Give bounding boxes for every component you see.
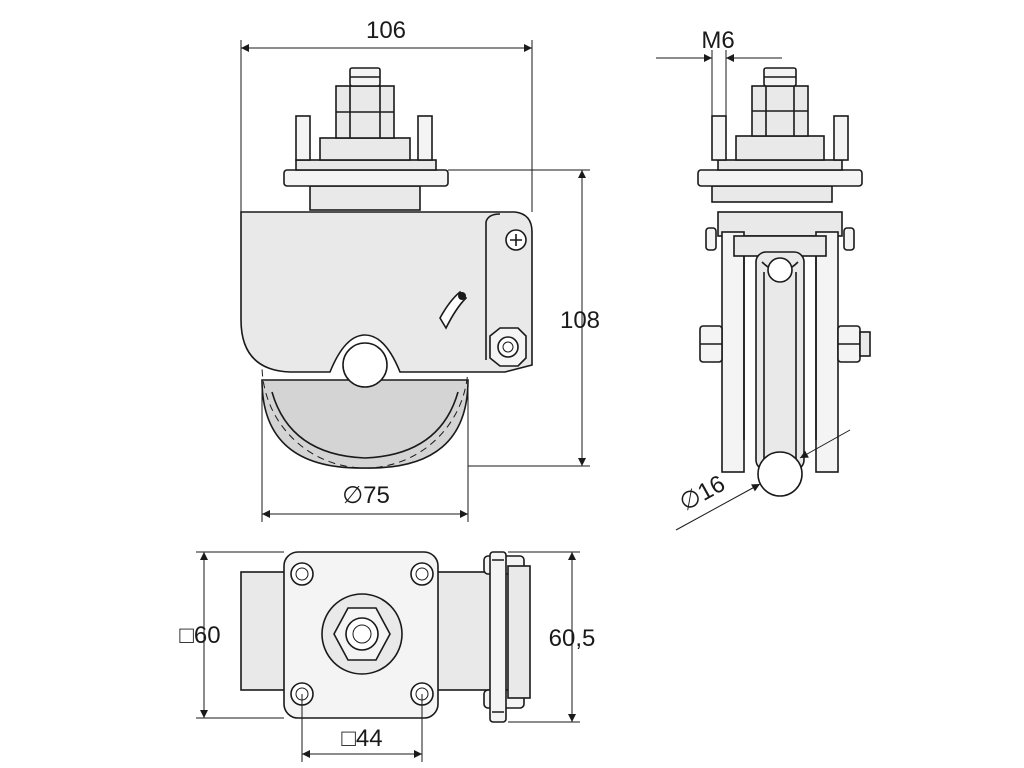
side-housing [705, 211, 855, 473]
front-mount-plate [283, 67, 449, 211]
front-nut [489, 327, 527, 367]
dimension-square-44: □44 [301, 694, 423, 762]
top-view [240, 551, 531, 723]
front-view [240, 67, 533, 469]
front-axle [342, 342, 388, 388]
dim-label-108: 108 [560, 307, 600, 334]
dim-label-diameter-16: ∅16 [675, 470, 730, 517]
dimension-60-5: 60,5 [508, 551, 596, 723]
front-lever-slot [439, 290, 468, 330]
top-housing-left [240, 571, 292, 691]
dim-label-m6: M6 [701, 27, 734, 54]
dim-label-diameter-75: ∅75 [342, 482, 390, 509]
dimension-diameter-75: ∅75 [261, 380, 469, 522]
dim-label-60-5: 60,5 [549, 625, 596, 652]
dim-label-square-60: □60 [179, 622, 220, 649]
front-housing [240, 211, 533, 373]
dimension-square-60: □60 [179, 551, 284, 719]
rail-profile [757, 451, 803, 497]
side-wheel [755, 251, 805, 471]
dimension-108: 108 [448, 169, 600, 467]
side-mount-plate [697, 67, 863, 203]
side-axle-nuts [699, 325, 871, 363]
side-view [697, 67, 871, 497]
dim-label-106: 106 [366, 17, 406, 44]
front-wheel [261, 379, 469, 469]
top-center-nut [321, 593, 403, 675]
dimension-106: 106 [240, 17, 533, 212]
top-latch [483, 551, 531, 723]
front-screw [505, 229, 527, 251]
dim-label-square-44: □44 [341, 725, 382, 752]
dimension-m6: M6 [656, 27, 782, 116]
